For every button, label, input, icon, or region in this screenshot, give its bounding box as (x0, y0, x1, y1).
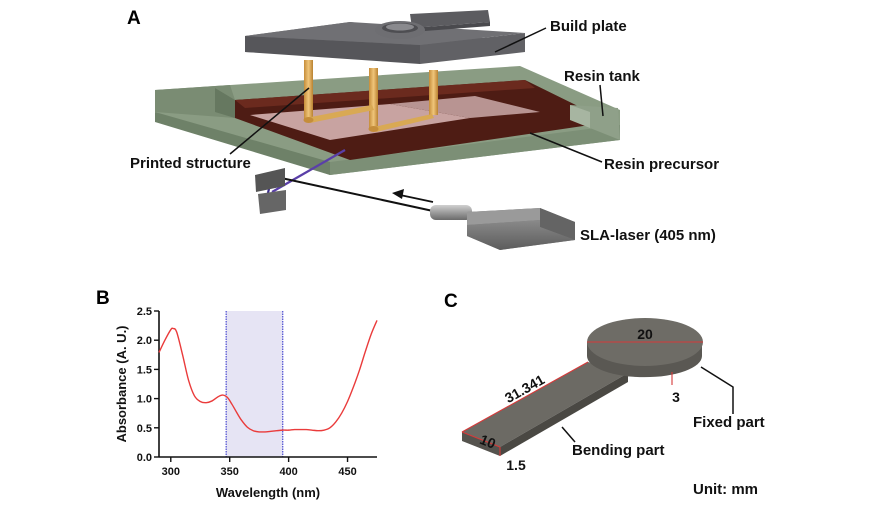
printed-structure-label: Printed structure (130, 155, 251, 172)
fixed-part-leader (700, 366, 734, 414)
printed-structure (303, 60, 438, 132)
sla-laser-unit (430, 205, 575, 250)
panel-c-letter: C (444, 291, 458, 312)
panel-b-letter: B (96, 288, 110, 309)
galvo-mirrors (255, 168, 286, 214)
x-axis-title: Wavelength (nm) (216, 485, 320, 500)
build-plate-label: Build plate (550, 18, 627, 35)
x-tick-label: 300 (162, 466, 180, 478)
x-tick-label: 450 (338, 466, 356, 478)
build-plate (245, 10, 525, 64)
bending-part-label: Bending part (572, 442, 665, 459)
beam-thickness-label: 1.5 (506, 457, 526, 473)
laser-label: SLA-laser (405 nm) (580, 227, 716, 244)
length-dimension-line (461, 361, 589, 433)
resin-tank-leader (599, 84, 604, 117)
y-tick-label: 2.0 (137, 335, 152, 347)
width-dimension-line (461, 431, 501, 448)
x-tick-label: 400 (279, 466, 297, 478)
bending-part-top (462, 362, 628, 447)
y-tick-label: 1.0 (137, 394, 152, 406)
cantilever-part (461, 318, 703, 456)
y-tick-label: 0.5 (137, 423, 152, 435)
beam-direction-arrow (392, 189, 434, 203)
resin-precursor-leader (529, 132, 603, 163)
disk-diameter-label: 20 (637, 326, 653, 342)
absorbance-series-line (158, 320, 378, 433)
x-tick-label: 350 (221, 466, 239, 478)
build-plate-leader (494, 27, 547, 53)
y-tick-label: 0.0 (137, 452, 152, 464)
printed-structure-leader (229, 87, 310, 155)
shaded-band (226, 311, 283, 457)
bending-part-leader (561, 426, 576, 443)
fixed-part-label: Fixed part (693, 414, 765, 431)
y-tick-label: 2.5 (137, 306, 152, 318)
resin-tank-label: Resin tank (564, 68, 640, 85)
y-tick-label: 1.5 (137, 364, 152, 376)
resin-precursor-label: Resin precursor (604, 156, 720, 173)
beam-width-label: 10 (478, 431, 499, 452)
disk-thickness-label: 3 (672, 389, 680, 405)
unit-label: Unit: mm (693, 481, 758, 498)
y-axis-title: Absorbance (A. U.) (114, 325, 129, 442)
panel-a-letter: A (127, 8, 141, 29)
